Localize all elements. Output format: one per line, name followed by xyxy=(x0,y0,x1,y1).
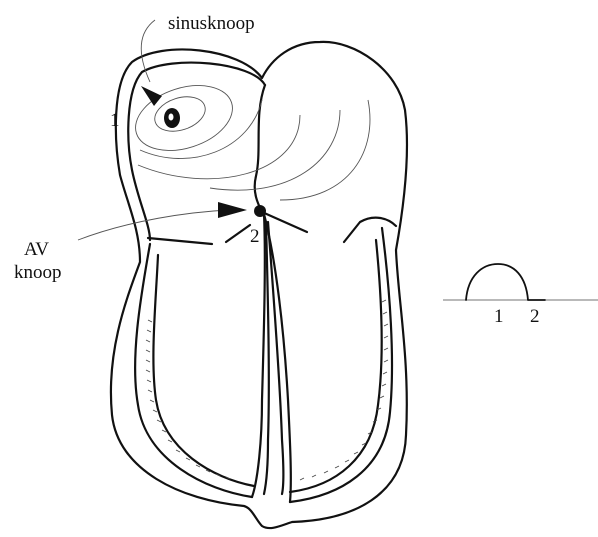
sinus-node-highlight xyxy=(169,114,174,121)
ecg-marker-2-label: 2 xyxy=(530,306,540,327)
sinus-node-leader xyxy=(141,20,155,82)
ecg-marker-1-label: 1 xyxy=(494,306,504,327)
sinus-node-arrow xyxy=(141,86,162,106)
ecg-p-wave: 1 2 xyxy=(443,264,598,327)
av-node-arrow xyxy=(218,202,247,218)
activation-wavefront xyxy=(127,74,370,200)
av-node-label-line1: AV xyxy=(24,239,49,260)
atrial-septum xyxy=(255,85,265,212)
left-ventricle-inner-wall xyxy=(290,228,392,502)
av-node-label-line2: knoop xyxy=(14,262,62,283)
ecg-p-wave-trace xyxy=(466,264,545,300)
left-bundle-branch xyxy=(290,240,382,492)
septum-wall-left xyxy=(252,214,265,497)
right-atrium-inner-wall xyxy=(128,63,265,240)
mitral-valve-right-lip xyxy=(344,218,396,242)
sinus-node-label: sinusknoop xyxy=(168,13,255,34)
sinus-node xyxy=(141,20,180,128)
av-node-leader xyxy=(78,210,228,240)
purkinje-fibers-left xyxy=(300,300,388,480)
his-bundle-right xyxy=(268,222,284,494)
av-valve-right-lip xyxy=(226,225,250,242)
marker-2-label: 2 xyxy=(250,226,260,247)
wavefront-arc-6 xyxy=(280,100,370,200)
av-valve-left-lip xyxy=(148,238,212,244)
wavefront-arc-5 xyxy=(210,110,340,190)
right-bundle-branch xyxy=(153,255,254,486)
wavefront-arc-4 xyxy=(138,115,300,179)
av-node-marker xyxy=(254,205,266,217)
ventricles xyxy=(135,214,392,502)
marker-1-label: 1 xyxy=(110,110,120,131)
wavefront-ring-2 xyxy=(127,74,241,162)
